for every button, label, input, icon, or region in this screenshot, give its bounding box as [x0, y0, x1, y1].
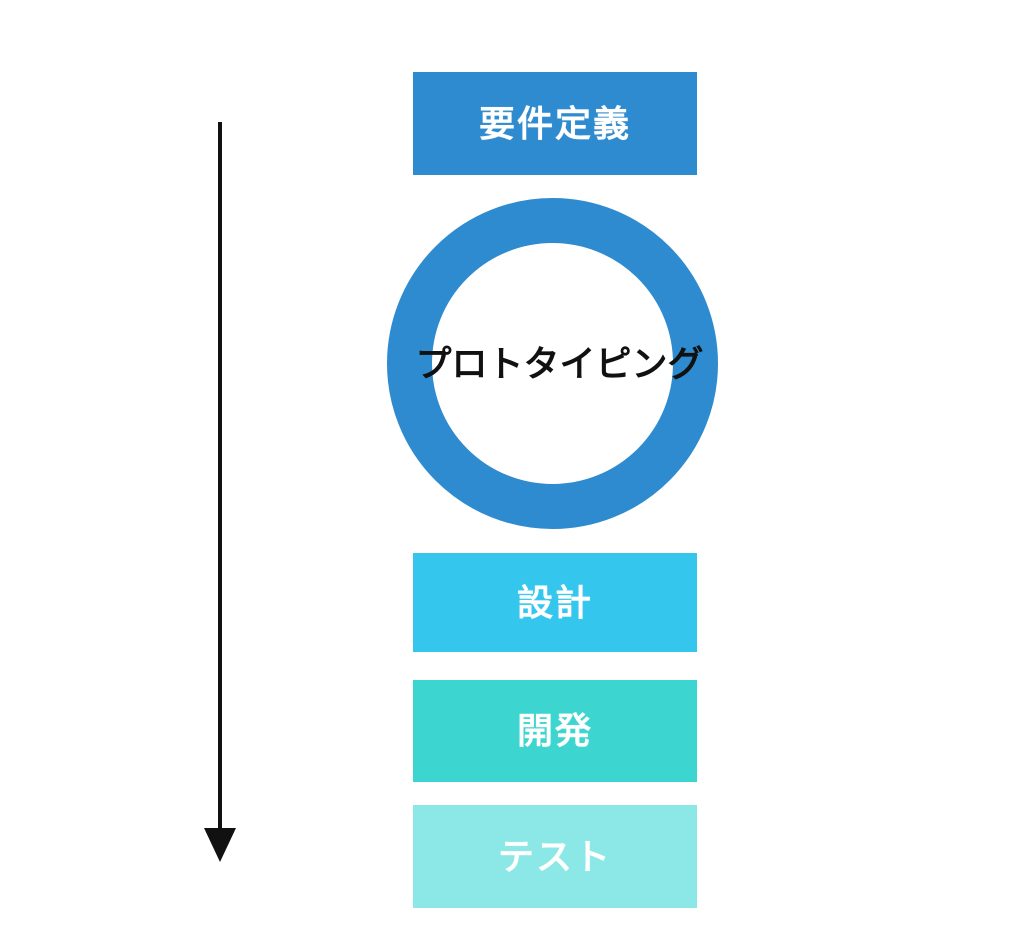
stage-label-test: テスト: [497, 835, 612, 877]
stage-ring-prototyping[interactable]: プロトタイピング: [387, 198, 718, 529]
stage-box-development[interactable]: 開発: [413, 680, 697, 782]
stage-label-design: 設計: [516, 581, 593, 623]
stage-label-requirements: 要件定義: [478, 102, 631, 144]
stage-label-prototyping: プロトタイピング: [415, 342, 704, 384]
stage-box-test[interactable]: テスト: [413, 805, 697, 908]
stage-box-requirements[interactable]: 要件定義: [413, 72, 697, 175]
stage-box-design[interactable]: 設計: [413, 553, 697, 652]
arrow-down-icon: [204, 122, 236, 862]
process-flow-arrow: [196, 112, 244, 872]
stage-label-development: 開発: [516, 710, 593, 751]
